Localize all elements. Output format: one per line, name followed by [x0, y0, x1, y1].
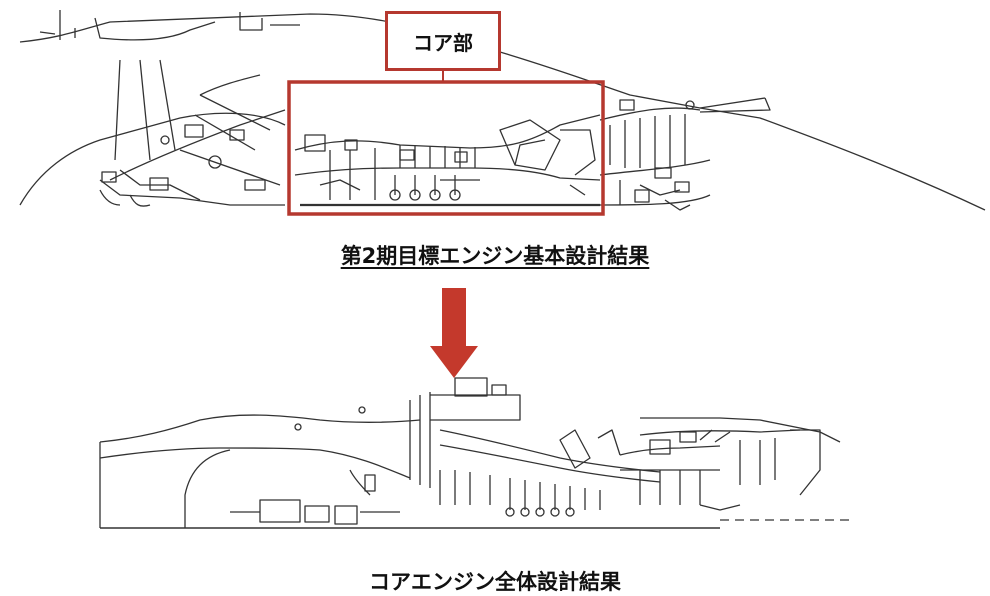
lower-caption-text: コアエンジン全体設計結果 — [369, 570, 621, 594]
core-highlight-frame — [287, 80, 605, 216]
core-section-label: コア部 — [385, 11, 501, 71]
upper-caption-text: 第2期目標エンジン基本設計結果 — [340, 244, 650, 268]
upper-caption: 第2期目標エンジン基本設計結果 — [0, 240, 990, 270]
lower-caption: コアエンジン全体設計結果 — [0, 566, 990, 596]
core-section-label-text: コア部 — [413, 30, 473, 55]
upper-engine-cross-section — [19, 10, 986, 211]
down-arrow-icon — [430, 288, 478, 378]
lower-engine-cross-section — [99, 377, 850, 529]
